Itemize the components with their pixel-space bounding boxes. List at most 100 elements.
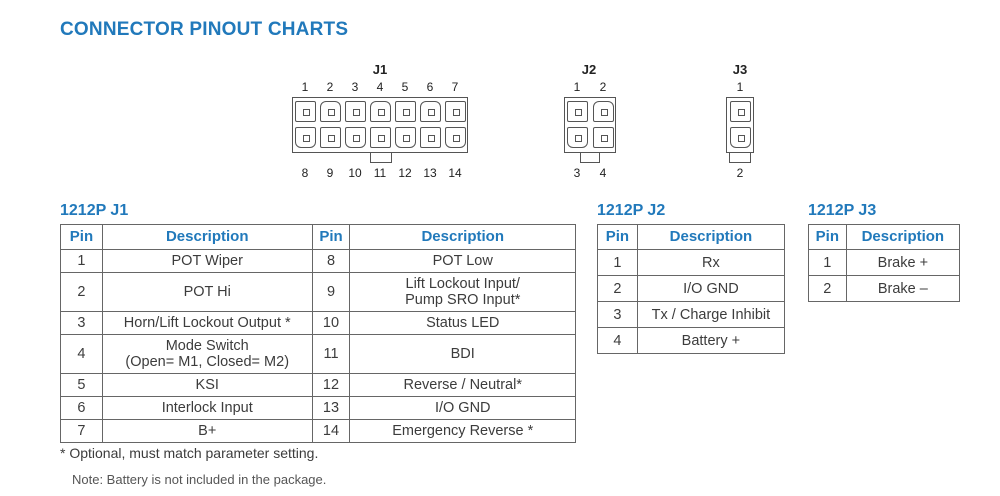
table-cell: Emergency Reverse * [349,419,576,443]
connector-j2-diagram: J2 1 2 3 4 [560,62,620,182]
table-header-cell: Pin [597,224,638,250]
pin-number-label: 10 [348,166,362,180]
table-cell: I/O GND [349,396,576,420]
table-header-cell: Description [845,224,961,250]
table-cell: 13 [311,396,351,420]
pin-number-label: 3 [351,80,359,94]
connector-j2-label: J2 [581,62,597,77]
table-cell: Tx / Charge Inhibit [636,301,786,328]
pin-cavity [420,101,441,122]
pin-cavity [445,127,466,148]
table-cell: Status LED [349,311,576,335]
table-header-cell: Pin [311,224,351,250]
connector-j1-latch [370,153,392,163]
connector-j3-diagram: J3 1 2 [720,62,760,182]
pin-cavity [370,127,391,148]
pin-cavity [370,101,391,122]
pin-number-label: 14 [448,166,462,180]
pin-number-label: 8 [301,166,309,180]
table-cell: 4 [597,327,638,354]
table-cell: 4 [60,334,103,374]
pin-number-label: 3 [573,166,581,180]
pin-cavity [345,127,366,148]
table-cell: 1 [597,249,638,276]
pin-cavity [395,101,416,122]
pin-number-label: 7 [451,80,459,94]
table-j2-title: 1212P J2 [597,202,666,219]
table-cell: 14 [311,419,351,443]
pin-cavity [593,127,614,148]
pin-number-label: 1 [573,80,581,94]
table-cell: Horn/Lift Lockout Output * [101,311,313,335]
pin-cavity [295,101,316,122]
pin-number-label: 12 [398,166,412,180]
table-cell: BDI [349,334,576,374]
pin-cavity [395,127,416,148]
table-cell: Rx [636,249,786,276]
pin-cavity [567,101,588,122]
table-cell: Brake – [845,275,961,302]
table-cell: 2 [808,275,847,302]
table-cell: 5 [60,373,103,397]
pin-cavity [593,101,614,122]
table-cell: POT Low [349,249,576,273]
table-cell: 7 [60,419,103,443]
package-note: Note: Battery is not included in the pac… [72,472,327,487]
table-j1-title: 1212P J1 [60,202,129,219]
pin-number-label: 4 [599,166,607,180]
pin-number-label: 1 [736,80,744,94]
table-cell: 11 [311,334,351,374]
pin-cavity [320,127,341,148]
table-cell: 12 [311,373,351,397]
table-cell: B+ [101,419,313,443]
pin-number-label: 2 [599,80,607,94]
connector-j2-latch [580,153,600,163]
pin-cavity [730,101,751,122]
table-cell: Battery + [636,327,786,354]
pin-number-label: 2 [326,80,334,94]
pin-cavity [567,127,588,148]
table-cell: 1 [60,249,103,273]
table-cell: 3 [60,311,103,335]
pin-number-label: 1 [301,80,309,94]
table-cell: Mode Switch (Open= M1, Closed= M2) [101,334,313,374]
table-cell: Reverse / Neutral* [349,373,576,397]
table-cell: 8 [311,249,351,273]
table-cell: POT Wiper [101,249,313,273]
table-header-cell: Description [101,224,313,250]
page-title: CONNECTOR PINOUT CHARTS [60,19,349,40]
pin-number-label: 2 [736,166,744,180]
pin-cavity [420,127,441,148]
footnote: * Optional, must match parameter setting… [60,445,319,461]
table-cell: Interlock Input [101,396,313,420]
table-cell: I/O GND [636,275,786,302]
table-header-cell: Pin [808,224,847,250]
table-cell: 6 [60,396,103,420]
table-cell: 9 [311,272,351,312]
pin-cavity [345,101,366,122]
table-cell: Brake + [845,249,961,276]
pin-cavity [730,127,751,148]
table-header-cell: Pin [60,224,103,250]
table-cell: POT Hi [101,272,313,312]
table-j3-title: 1212P J3 [808,202,877,219]
pin-cavity [320,101,341,122]
pin-number-label: 11 [373,166,387,180]
connector-j1-label: J1 [372,62,388,77]
connector-j3-label: J3 [732,62,748,77]
pin-number-label: 6 [426,80,434,94]
